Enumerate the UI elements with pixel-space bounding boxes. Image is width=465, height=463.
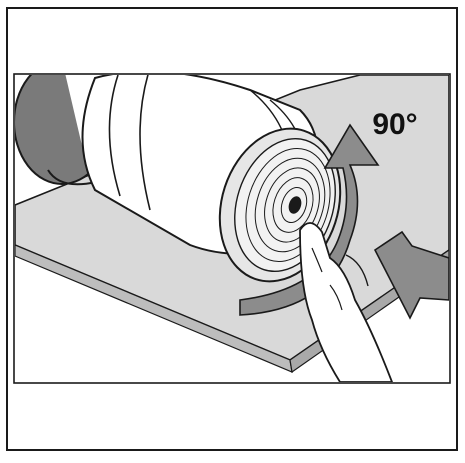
hand-icon [299,222,393,382]
rotation-angle-label: 90° [372,108,418,141]
push-arrow-icon [373,230,449,320]
